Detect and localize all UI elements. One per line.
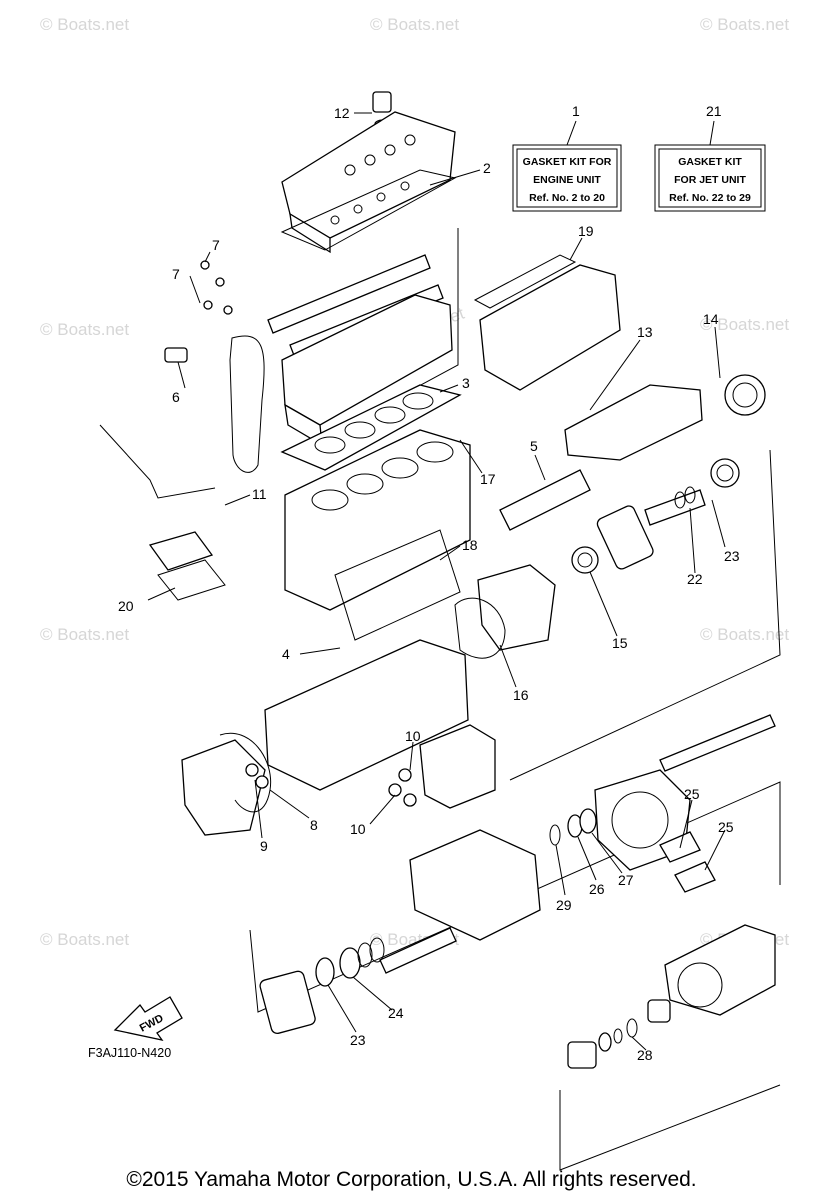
generator-cover [388,724,496,809]
callout-4: 4 [282,646,290,662]
timing-chain [229,335,265,473]
fwd-arrow: FWD [113,996,183,1041]
callout-7a: 7 [212,237,220,253]
jet-upper-outline [509,449,781,781]
cover-plates-25 [659,831,716,893]
box-line: GASKET KIT FOR [523,156,612,168]
callout-10a: 10 [405,728,421,744]
gasket-kit-jet-box: 21 GASKET KIT FOR JET UNIT Ref. No. 22 t… [654,103,766,212]
cylinder-head-cover [281,111,456,254]
diagram-code: F3AJ110-N420 [88,1046,171,1060]
watermark: © Boats.net [40,15,129,34]
callout-17: 17 [480,471,496,487]
callout-10b: 10 [350,821,366,837]
callout-9: 9 [260,838,268,854]
dipstick [99,424,216,499]
box-line: FOR JET UNIT [674,174,746,186]
watermark: © Boats.net [40,320,129,339]
starter-cover [181,732,272,836]
gasket-kit-engine-box: 1 GASKET KIT FOR ENGINE UNIT Ref. No. 2 … [512,103,622,212]
callout-14: 14 [703,311,719,327]
callout-27: 27 [618,872,634,888]
watermark: © Boats.net [40,625,129,644]
cam-sensor [164,347,188,363]
exhaust-manifold [473,254,621,391]
callout-2: 2 [483,160,491,176]
box-line: ENGINE UNIT [533,174,601,186]
callout-8: 8 [310,817,318,833]
callout-22: 22 [687,571,703,587]
side-gasket-18 [334,529,461,641]
callout-13: 13 [637,324,653,340]
callout-19: 19 [578,223,594,239]
pump-nozzle [664,924,776,1016]
bolts-7 [200,260,233,315]
coupling-shaft [596,458,740,570]
callout-23b: 23 [350,1032,366,1048]
callout-25b: 25 [718,819,734,835]
gasket-16 [454,597,506,659]
cover-gasket-20 [148,531,226,601]
callout-11: 11 [252,486,267,502]
watermark: © Boats.net [700,625,789,644]
callout-28: 28 [637,1047,653,1063]
drive-shaft-lower [379,927,457,974]
seals-26-29 [549,808,597,846]
water-pump-housing [477,564,556,651]
intake-duct [409,829,541,941]
callout-20: 20 [118,598,134,614]
box-line: Ref. No. 22 to 29 [669,192,751,204]
callout-12: 12 [334,105,350,121]
cylinder-block [284,429,471,611]
cylinder-head [281,294,453,447]
watermark: © Boats.net [370,15,459,34]
box-line: GASKET KIT [678,156,742,168]
callout-6: 6 [172,389,180,405]
ref-number: 21 [706,103,722,119]
callout-26: 26 [589,881,605,897]
copyright-notice: ©2015 Yamaha Motor Corporation, U.S.A. A… [126,1168,697,1191]
box-line: Ref. No. 2 to 20 [529,192,605,204]
exhaust-pipe [564,374,766,461]
callout-25a: 25 [684,786,700,802]
callout-18: 18 [462,537,478,553]
leader-lines [147,112,726,1051]
callout-29: 29 [556,897,572,913]
bearing-set-28 [567,999,671,1069]
bearing-housing [259,937,385,1035]
watermark: © Boats.net [700,15,789,34]
impeller-shaft [659,714,776,772]
watermark: © Boats.net [700,315,789,334]
callouts: 12 2 7 7 6 19 13 14 3 17 11 5 18 20 23 2… [118,105,740,1063]
callout-7b: 7 [172,266,180,282]
callout-15: 15 [612,635,628,651]
ref-number: 1 [572,103,580,119]
callout-23a: 23 [724,548,740,564]
callout-16: 16 [513,687,529,703]
callout-24: 24 [388,1005,404,1021]
housing-outline [559,1084,781,1171]
watermark: © Boats.net [40,930,129,949]
callout-3: 3 [462,375,470,391]
head-gasket [280,384,462,471]
oil-seal-15 [571,546,599,574]
oil-cooler-5 [499,469,591,531]
callout-5: 5 [530,438,538,454]
